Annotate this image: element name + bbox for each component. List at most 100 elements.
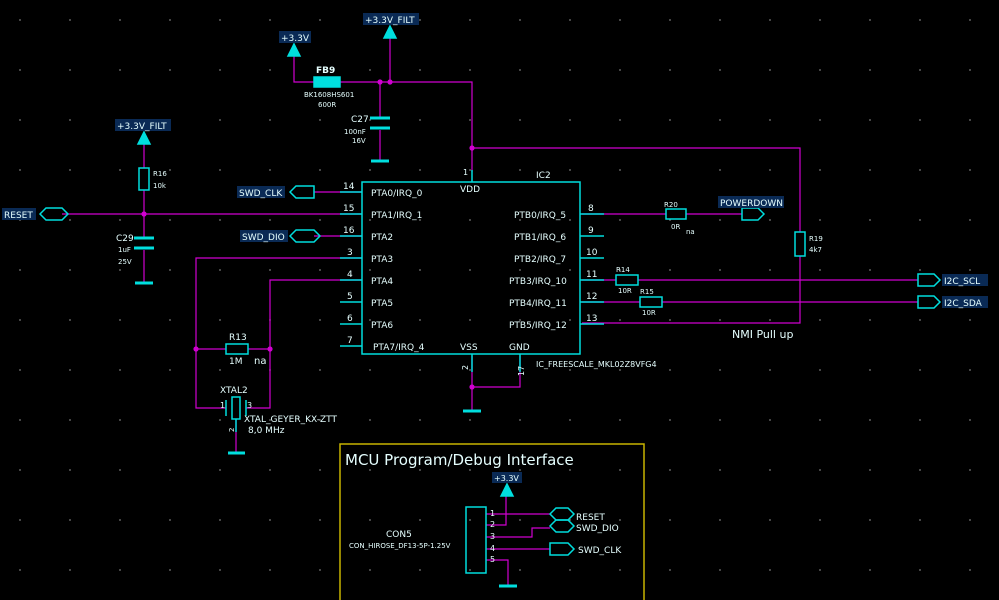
xtal2-ref: XTAL2 xyxy=(220,386,248,396)
c27-voltage: 16V xyxy=(352,137,366,145)
net-powerdown: POWERDOWN xyxy=(720,199,783,209)
ic2-right-pin-labels: 8 PTB0/IRQ_5 9 PTB1/IRQ_6 10 PTB2/IRQ_7 … xyxy=(509,204,598,331)
net-i2c-sda: I2C_SDA xyxy=(944,299,983,309)
resistor-r13 xyxy=(225,343,249,355)
ic2-vss: VSS xyxy=(460,343,478,353)
resistor-r20 xyxy=(665,208,687,220)
r16-ref: R16 xyxy=(153,170,167,178)
r14-ref: R14 xyxy=(616,266,630,274)
r15-ref: R15 xyxy=(640,288,654,296)
r20-ref: R20 xyxy=(664,201,678,209)
pin-name: PTA7/IRQ_4 xyxy=(373,343,425,353)
pin-num: 5 xyxy=(347,292,353,302)
power-arrow-icon xyxy=(499,482,515,497)
r15-value: 10R xyxy=(642,309,656,317)
pin-name: PTB3/IRQ_10 xyxy=(509,277,567,287)
power-label-filt-top: +3.3V_FILT xyxy=(365,16,415,26)
c27-value: 100nF xyxy=(344,128,366,136)
net-reset-left: RESET xyxy=(4,211,33,221)
pin-name: PTA6 xyxy=(371,321,393,331)
nmi-pullup-note: NMI Pull up xyxy=(732,328,793,341)
con-pin: 3 xyxy=(490,532,495,541)
ground-symbols xyxy=(135,159,517,588)
r20-value: 0R xyxy=(671,223,680,231)
pin-name: PTB1/IRQ_6 xyxy=(514,233,566,243)
ic2-gnd-pin: 17 xyxy=(517,366,526,376)
power-arrow-icon xyxy=(136,130,152,145)
power-symbols xyxy=(136,24,515,497)
r13-note: na xyxy=(254,356,266,367)
pin-name: PTA5 xyxy=(371,299,393,309)
port-i2c-scl xyxy=(917,273,942,287)
debug-title: MCU Program/Debug Interface xyxy=(345,451,574,469)
con-net-swd-clk: SWD_CLK xyxy=(578,546,622,556)
pin-num: 16 xyxy=(343,226,355,236)
wires xyxy=(62,38,918,585)
net-i2c-scl: I2C_SCL xyxy=(944,277,980,287)
resistor-r19 xyxy=(794,231,806,257)
pin-name: PTB5/IRQ_12 xyxy=(509,321,567,331)
ic2-vdd: VDD xyxy=(460,185,480,195)
pin-name: PTA4 xyxy=(371,277,393,287)
net-swd-dio-left: SWD_DIO xyxy=(242,233,285,243)
c27-ref: C27 xyxy=(351,115,369,125)
r19-ref: R19 xyxy=(809,235,823,243)
fb9-part: BK1608HS601 xyxy=(304,91,354,99)
resistor-r15 xyxy=(639,296,663,308)
pin-name: PTA3 xyxy=(371,255,393,265)
ic2-ref: IC2 xyxy=(536,171,551,181)
con5-part: CON_HIROSE_DF13-5P-1.25V xyxy=(349,542,451,550)
port-reset-left xyxy=(38,207,70,221)
con-pin: 5 xyxy=(490,555,495,564)
ic2-right-pins xyxy=(580,213,604,325)
ic2-body xyxy=(361,181,581,355)
resistor-r14 xyxy=(615,274,639,286)
power-arrow-icon xyxy=(286,42,302,57)
text-layer: +3.3V +3.3V_FILT +3.3V_FILT +3.3V FB9 BK… xyxy=(2,13,988,564)
power-arrow-icon xyxy=(382,24,398,39)
debug-interface-frame xyxy=(339,443,645,600)
xtal2-pin1: 1 xyxy=(220,401,225,410)
pin-name: PTB0/IRQ_5 xyxy=(514,211,566,221)
xtal2-pin3: 3 xyxy=(247,401,252,410)
ic2-gnd: GND xyxy=(509,343,530,353)
c29-value: 1uF xyxy=(118,246,131,254)
c29-ref: C29 xyxy=(116,234,134,244)
resistor-r16 xyxy=(138,167,150,191)
pin-name: PTA1/IRQ_1 xyxy=(371,211,422,221)
pin-num: 10 xyxy=(586,248,598,258)
components xyxy=(38,76,942,574)
pin-name: PTB4/IRQ_11 xyxy=(509,299,567,309)
pin-num: 11 xyxy=(586,270,597,280)
pin-num: 8 xyxy=(588,204,594,214)
pin-num: 4 xyxy=(347,270,353,280)
pin-num: 7 xyxy=(347,336,353,346)
pin-num: 15 xyxy=(343,204,354,214)
r19-value: 4k7 xyxy=(809,246,822,254)
pin-num: 12 xyxy=(586,292,597,302)
con-pin: 2 xyxy=(490,520,495,529)
net-swd-clk-left: SWD_CLK xyxy=(239,189,283,199)
fb9-value: 600R xyxy=(318,101,336,109)
pin-num: 14 xyxy=(343,182,355,192)
power-label-filt-left: +3.3V_FILT xyxy=(117,122,167,132)
r13-ref: R13 xyxy=(229,333,247,343)
port-con-swd-clk xyxy=(549,542,576,556)
port-con-swd-dio xyxy=(548,519,576,533)
ic2-left-pin-labels: 14 PTA0/IRQ_0 15 PTA1/IRQ_1 16 PTA2 3 PT… xyxy=(343,182,425,353)
xtal2-freq: 8,0 MHz xyxy=(248,426,285,436)
con-net-reset: RESET xyxy=(576,513,605,523)
r16-value: 10k xyxy=(153,182,167,190)
xtal2-part: XTAL_GEYER_KX-ZTT xyxy=(244,415,337,425)
ic2-vss-pin: 2 xyxy=(461,365,470,370)
r14-value: 10R xyxy=(618,287,632,295)
pin-num: 9 xyxy=(588,226,594,236)
ic2-vdd-pin: 1 xyxy=(463,168,468,177)
xtal2-pin2: 2 xyxy=(228,428,236,432)
crystal-xtal2 xyxy=(225,396,247,432)
pin-num: 13 xyxy=(586,314,597,324)
pin-name: PTB2/IRQ_7 xyxy=(514,255,566,265)
fb9-ref: FB9 xyxy=(316,66,335,76)
